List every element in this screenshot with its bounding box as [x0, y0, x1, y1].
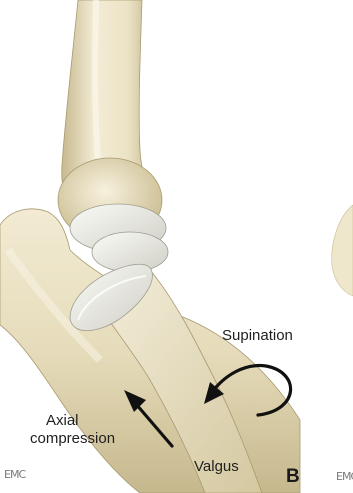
supination-label: Supination [222, 327, 293, 345]
watermark-logo-left: EMC [4, 468, 25, 481]
articular-cartilage [70, 204, 168, 272]
axial-label-line2: compression [30, 430, 115, 448]
adjacent-panel-bone [332, 205, 353, 296]
panel-letter: B [286, 466, 300, 488]
axial-label-line1: Axial [46, 412, 115, 430]
valgus-label: Valgus [194, 458, 239, 476]
watermark-logo-right: EMC [336, 470, 353, 483]
axial-compression-label: Axial compression [46, 412, 115, 448]
